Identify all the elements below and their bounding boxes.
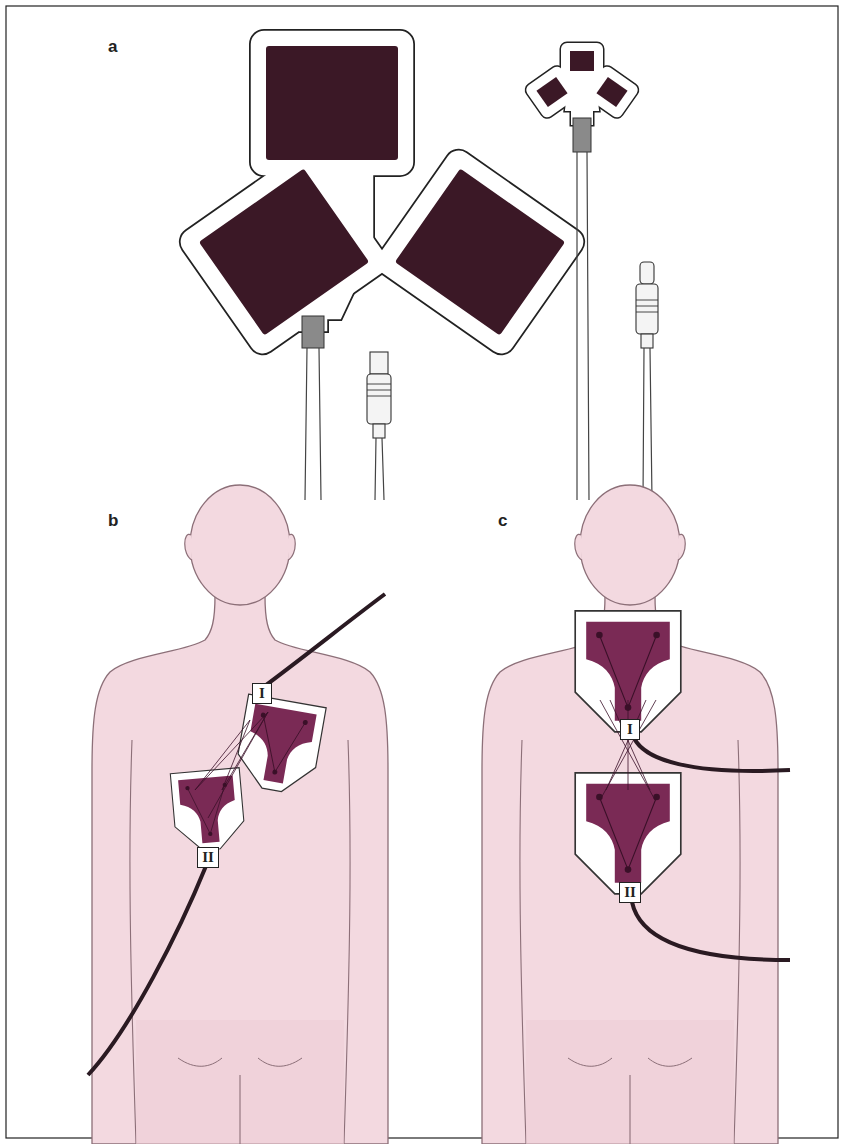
electrode-number: I bbox=[259, 686, 265, 701]
electrode-number: I bbox=[627, 722, 633, 737]
electrode-number: II bbox=[624, 885, 636, 900]
electrode-number: II bbox=[202, 850, 214, 865]
panel-letter: a bbox=[108, 38, 117, 55]
panel-letter: c bbox=[498, 512, 507, 529]
connector-box: I bbox=[252, 683, 272, 704]
connector-box: II bbox=[619, 882, 641, 903]
connector-box: I bbox=[620, 719, 640, 740]
connector-box: II bbox=[197, 847, 219, 868]
panel-letter: b bbox=[108, 512, 118, 529]
